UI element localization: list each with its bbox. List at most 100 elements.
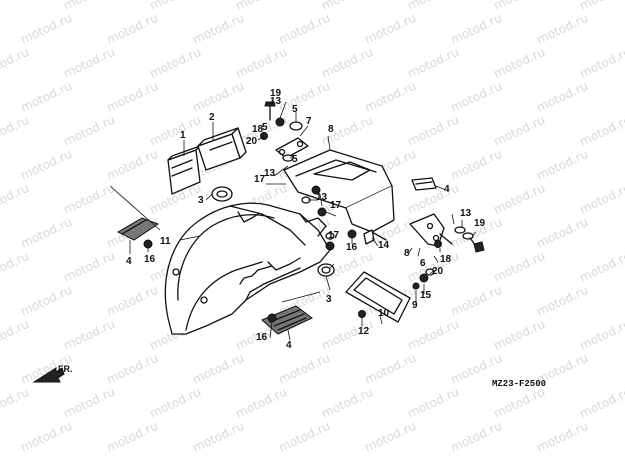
callout-number: 10 bbox=[378, 308, 390, 319]
rear-fender bbox=[164, 202, 331, 335]
watermark-text: motod.ru bbox=[61, 249, 117, 285]
callout-number: 13 bbox=[270, 96, 282, 107]
callout-number: 13 bbox=[316, 192, 328, 203]
callout-number: 18 bbox=[252, 124, 264, 135]
watermark-text: motod.ru bbox=[405, 113, 461, 149]
callout-number: 20 bbox=[246, 136, 258, 147]
watermark-text: motod.ru bbox=[18, 283, 74, 319]
callout-number: 8 bbox=[328, 124, 334, 135]
watermark-text: motod.ru bbox=[18, 11, 74, 47]
watermark-text: motod.ru bbox=[18, 419, 74, 455]
watermark-text: motod.ru bbox=[147, 113, 203, 149]
watermark-text: motod.ru bbox=[491, 113, 547, 149]
callout-number: 5 bbox=[292, 104, 298, 115]
watermark-text: motod.ru bbox=[362, 419, 418, 455]
watermark-text: motod.ru bbox=[61, 113, 117, 149]
watermark-text: motod.ru bbox=[448, 419, 504, 455]
watermark-text: motod.ru bbox=[190, 351, 246, 387]
watermark-text: motod.ru bbox=[362, 351, 418, 387]
reflector-left bbox=[116, 217, 160, 241]
watermark-text: motod.ru bbox=[233, 45, 289, 81]
callout-number: 18 bbox=[440, 254, 452, 265]
watermark-text: motod.ru bbox=[276, 79, 332, 115]
callout-number: 5 bbox=[262, 122, 268, 133]
callout-number: 19 bbox=[270, 88, 282, 99]
watermark-text: motod.ru bbox=[534, 147, 590, 183]
watermark-text: motod.ru bbox=[61, 181, 117, 217]
watermark-text: motod.ru bbox=[0, 385, 31, 421]
watermark-text: motod.ru bbox=[534, 215, 590, 251]
callout-number: 7 bbox=[306, 116, 312, 127]
watermark-text: motod.ru bbox=[104, 147, 160, 183]
watermark-text: motod.ru bbox=[405, 385, 461, 421]
watermark-text: motod.ru bbox=[233, 0, 289, 13]
callout-number: 12 bbox=[358, 326, 370, 337]
callout-number: 3 bbox=[198, 195, 204, 206]
watermark-text: motod.ru bbox=[0, 45, 31, 81]
watermark-text: motod.ru bbox=[491, 45, 547, 81]
watermark-text: motod.ru bbox=[0, 0, 31, 13]
watermark-text: motod.ru bbox=[18, 215, 74, 251]
grommet-3-upper bbox=[211, 186, 233, 202]
watermark-text: motod.ru bbox=[190, 11, 246, 47]
callout-number: 16 bbox=[346, 242, 358, 253]
callout-number: 14 bbox=[378, 240, 390, 251]
callout-number: 13 bbox=[460, 208, 472, 219]
watermark-text: motod.ru bbox=[190, 419, 246, 455]
watermark-text: motod.ru bbox=[104, 351, 160, 387]
bracket-7 bbox=[275, 137, 309, 159]
watermark-text: motod.ru bbox=[276, 419, 332, 455]
watermark-text: motod.ru bbox=[577, 249, 625, 285]
watermark-text: motod.ru bbox=[491, 181, 547, 217]
watermark-text: motod.ru bbox=[104, 419, 160, 455]
bracket-6 bbox=[409, 213, 445, 247]
watermark-text: motod.ru bbox=[61, 317, 117, 353]
front-direction-label: FR. bbox=[58, 364, 73, 374]
watermark-text: motod.ru bbox=[491, 0, 547, 13]
watermark-text: motod.ru bbox=[0, 181, 31, 217]
license-plate-holder bbox=[345, 271, 411, 323]
watermark-text: motod.ru bbox=[61, 0, 117, 13]
callout-number: 17 bbox=[254, 174, 266, 185]
watermark-text: motod.ru bbox=[362, 79, 418, 115]
watermark-text: motod.ru bbox=[18, 79, 74, 115]
watermark-text: motod.ru bbox=[491, 317, 547, 353]
watermark-text: motod.ru bbox=[190, 79, 246, 115]
control-unit-2 bbox=[197, 127, 247, 171]
watermark-text: motod.ru bbox=[491, 385, 547, 421]
callout-number: 4 bbox=[286, 340, 292, 351]
callout-number: 17 bbox=[330, 200, 342, 211]
callout-number: 9 bbox=[412, 300, 418, 311]
watermark-text: motod.ru bbox=[0, 249, 31, 285]
license-bracket bbox=[283, 149, 395, 241]
watermark-text: motod.ru bbox=[577, 317, 625, 353]
watermark-text: motod.ru bbox=[491, 249, 547, 285]
watermark-text: motod.ru bbox=[276, 351, 332, 387]
watermark-text: motod.ru bbox=[405, 45, 461, 81]
watermark-text: motod.ru bbox=[61, 385, 117, 421]
watermark-text: motod.ru bbox=[448, 11, 504, 47]
watermark-text: motod.ru bbox=[577, 385, 625, 421]
callout-number: 2 bbox=[209, 112, 215, 123]
watermark-text: motod.ru bbox=[577, 181, 625, 217]
callout-number: 19 bbox=[474, 218, 486, 229]
callout-number: 1 bbox=[180, 130, 186, 141]
control-unit-1 bbox=[167, 145, 201, 195]
watermark-text: motod.ru bbox=[534, 11, 590, 47]
watermark-text: motod.ru bbox=[319, 0, 375, 13]
watermark-text: motod.ru bbox=[147, 45, 203, 81]
watermark-text: motod.ru bbox=[147, 0, 203, 13]
watermark-text: motod.ru bbox=[18, 147, 74, 183]
watermark-text: motod.ru bbox=[448, 147, 504, 183]
watermark-text: motod.ru bbox=[104, 283, 160, 319]
watermark-text: motod.ru bbox=[448, 283, 504, 319]
callout-layer: 1233444555678891011121313131314151616161… bbox=[126, 88, 486, 351]
reflector-right bbox=[411, 177, 437, 191]
callout-number: 5 bbox=[292, 154, 298, 165]
watermark-text: motod.ru bbox=[319, 45, 375, 81]
callout-number: 16 bbox=[144, 254, 156, 265]
watermark-text: motod.ru bbox=[534, 283, 590, 319]
watermark-text: motod.ru bbox=[448, 79, 504, 115]
callout-number: 6 bbox=[420, 258, 426, 269]
